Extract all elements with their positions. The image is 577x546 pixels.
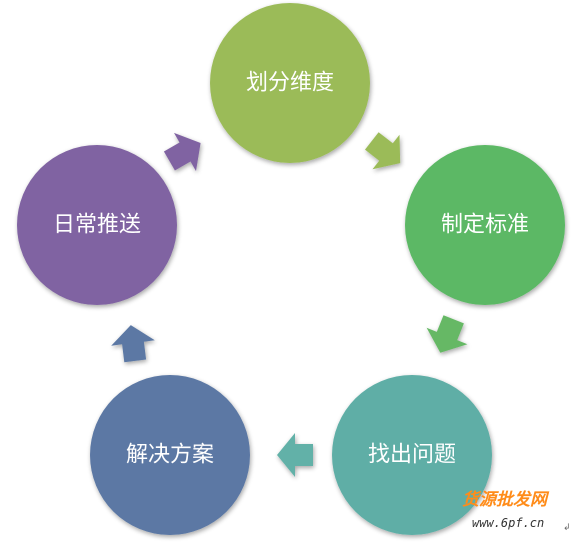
node-solution-circle (90, 375, 250, 535)
node-find-problem-label: 找出问题 (368, 443, 456, 468)
node-layer: 划分维度 制定标准 找出问题 解决方案 日常推送 (17, 3, 565, 535)
node-daily-push-circle (17, 145, 177, 305)
watermark-title: 货源批发网 (462, 490, 550, 510)
watermark-url: www.6pf.cn (472, 516, 544, 530)
node-set-standard: 制定标准 (405, 145, 565, 305)
arrow-push-to-divide (163, 132, 201, 172)
watermark-mark: ↲ (563, 523, 571, 533)
node-daily-push-label: 日常推送 (53, 213, 141, 238)
node-divide-dimension-label: 划分维度 (246, 71, 334, 96)
arrow-solution-to-push (111, 325, 155, 363)
watermark: 货源批发网 www.6pf.cn ↲ (462, 490, 571, 533)
node-find-problem: 找出问题 (332, 375, 492, 535)
node-daily-push: 日常推送 (17, 145, 177, 305)
node-solution: 解决方案 (90, 375, 250, 535)
node-divide-dimension-circle (210, 3, 370, 163)
arrow-divide-to-standard (365, 132, 401, 170)
arrow-standard-to-problem (426, 315, 468, 353)
node-set-standard-circle (405, 145, 565, 305)
node-divide-dimension: 划分维度 (210, 3, 370, 163)
node-set-standard-label: 制定标准 (441, 213, 529, 238)
node-find-problem-circle (332, 375, 492, 535)
arrow-problem-to-solution (277, 433, 313, 477)
arrow-layer (111, 132, 468, 477)
node-solution-label: 解决方案 (126, 443, 214, 468)
